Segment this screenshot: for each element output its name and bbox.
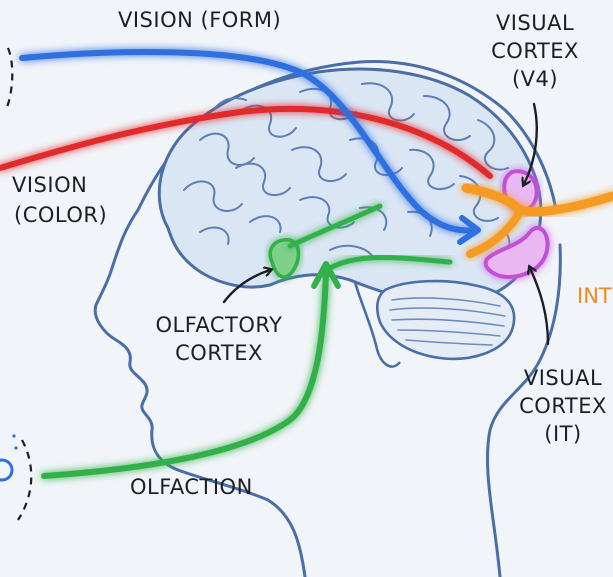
label-visual-cortex-it-1: VISUAL	[524, 366, 602, 390]
nostril-icon	[0, 460, 12, 480]
label-integration-partial: INT	[577, 284, 612, 308]
eye-dashed-arc	[6, 48, 12, 110]
label-visual-cortex-v4-3: (V4)	[512, 67, 558, 91]
label-visual-cortex-v4-1: VISUAL	[496, 11, 574, 35]
dot-icon	[14, 446, 17, 449]
label-vision-color-2: (COLOR)	[14, 203, 107, 227]
brain-cerebrum	[159, 69, 541, 303]
olfaction-pathway	[44, 272, 326, 476]
label-olfactory-cortex-1: OLFACTORY	[156, 313, 283, 337]
label-visual-cortex-it-2: CORTEX	[519, 394, 607, 418]
label-vision-color-1: VISION	[12, 173, 87, 197]
dot-icon	[12, 434, 15, 437]
label-visual-cortex-it-3: (IT)	[544, 422, 581, 446]
pointer-arrow-it	[530, 268, 548, 344]
nose-dashed-arc	[18, 440, 31, 520]
label-olfactory-cortex-2: CORTEX	[175, 341, 263, 365]
label-olfaction: OLFACTION	[130, 475, 253, 499]
label-visual-cortex-v4-2: CORTEX	[491, 39, 579, 63]
label-vision-form: VISION (FORM)	[118, 8, 281, 32]
